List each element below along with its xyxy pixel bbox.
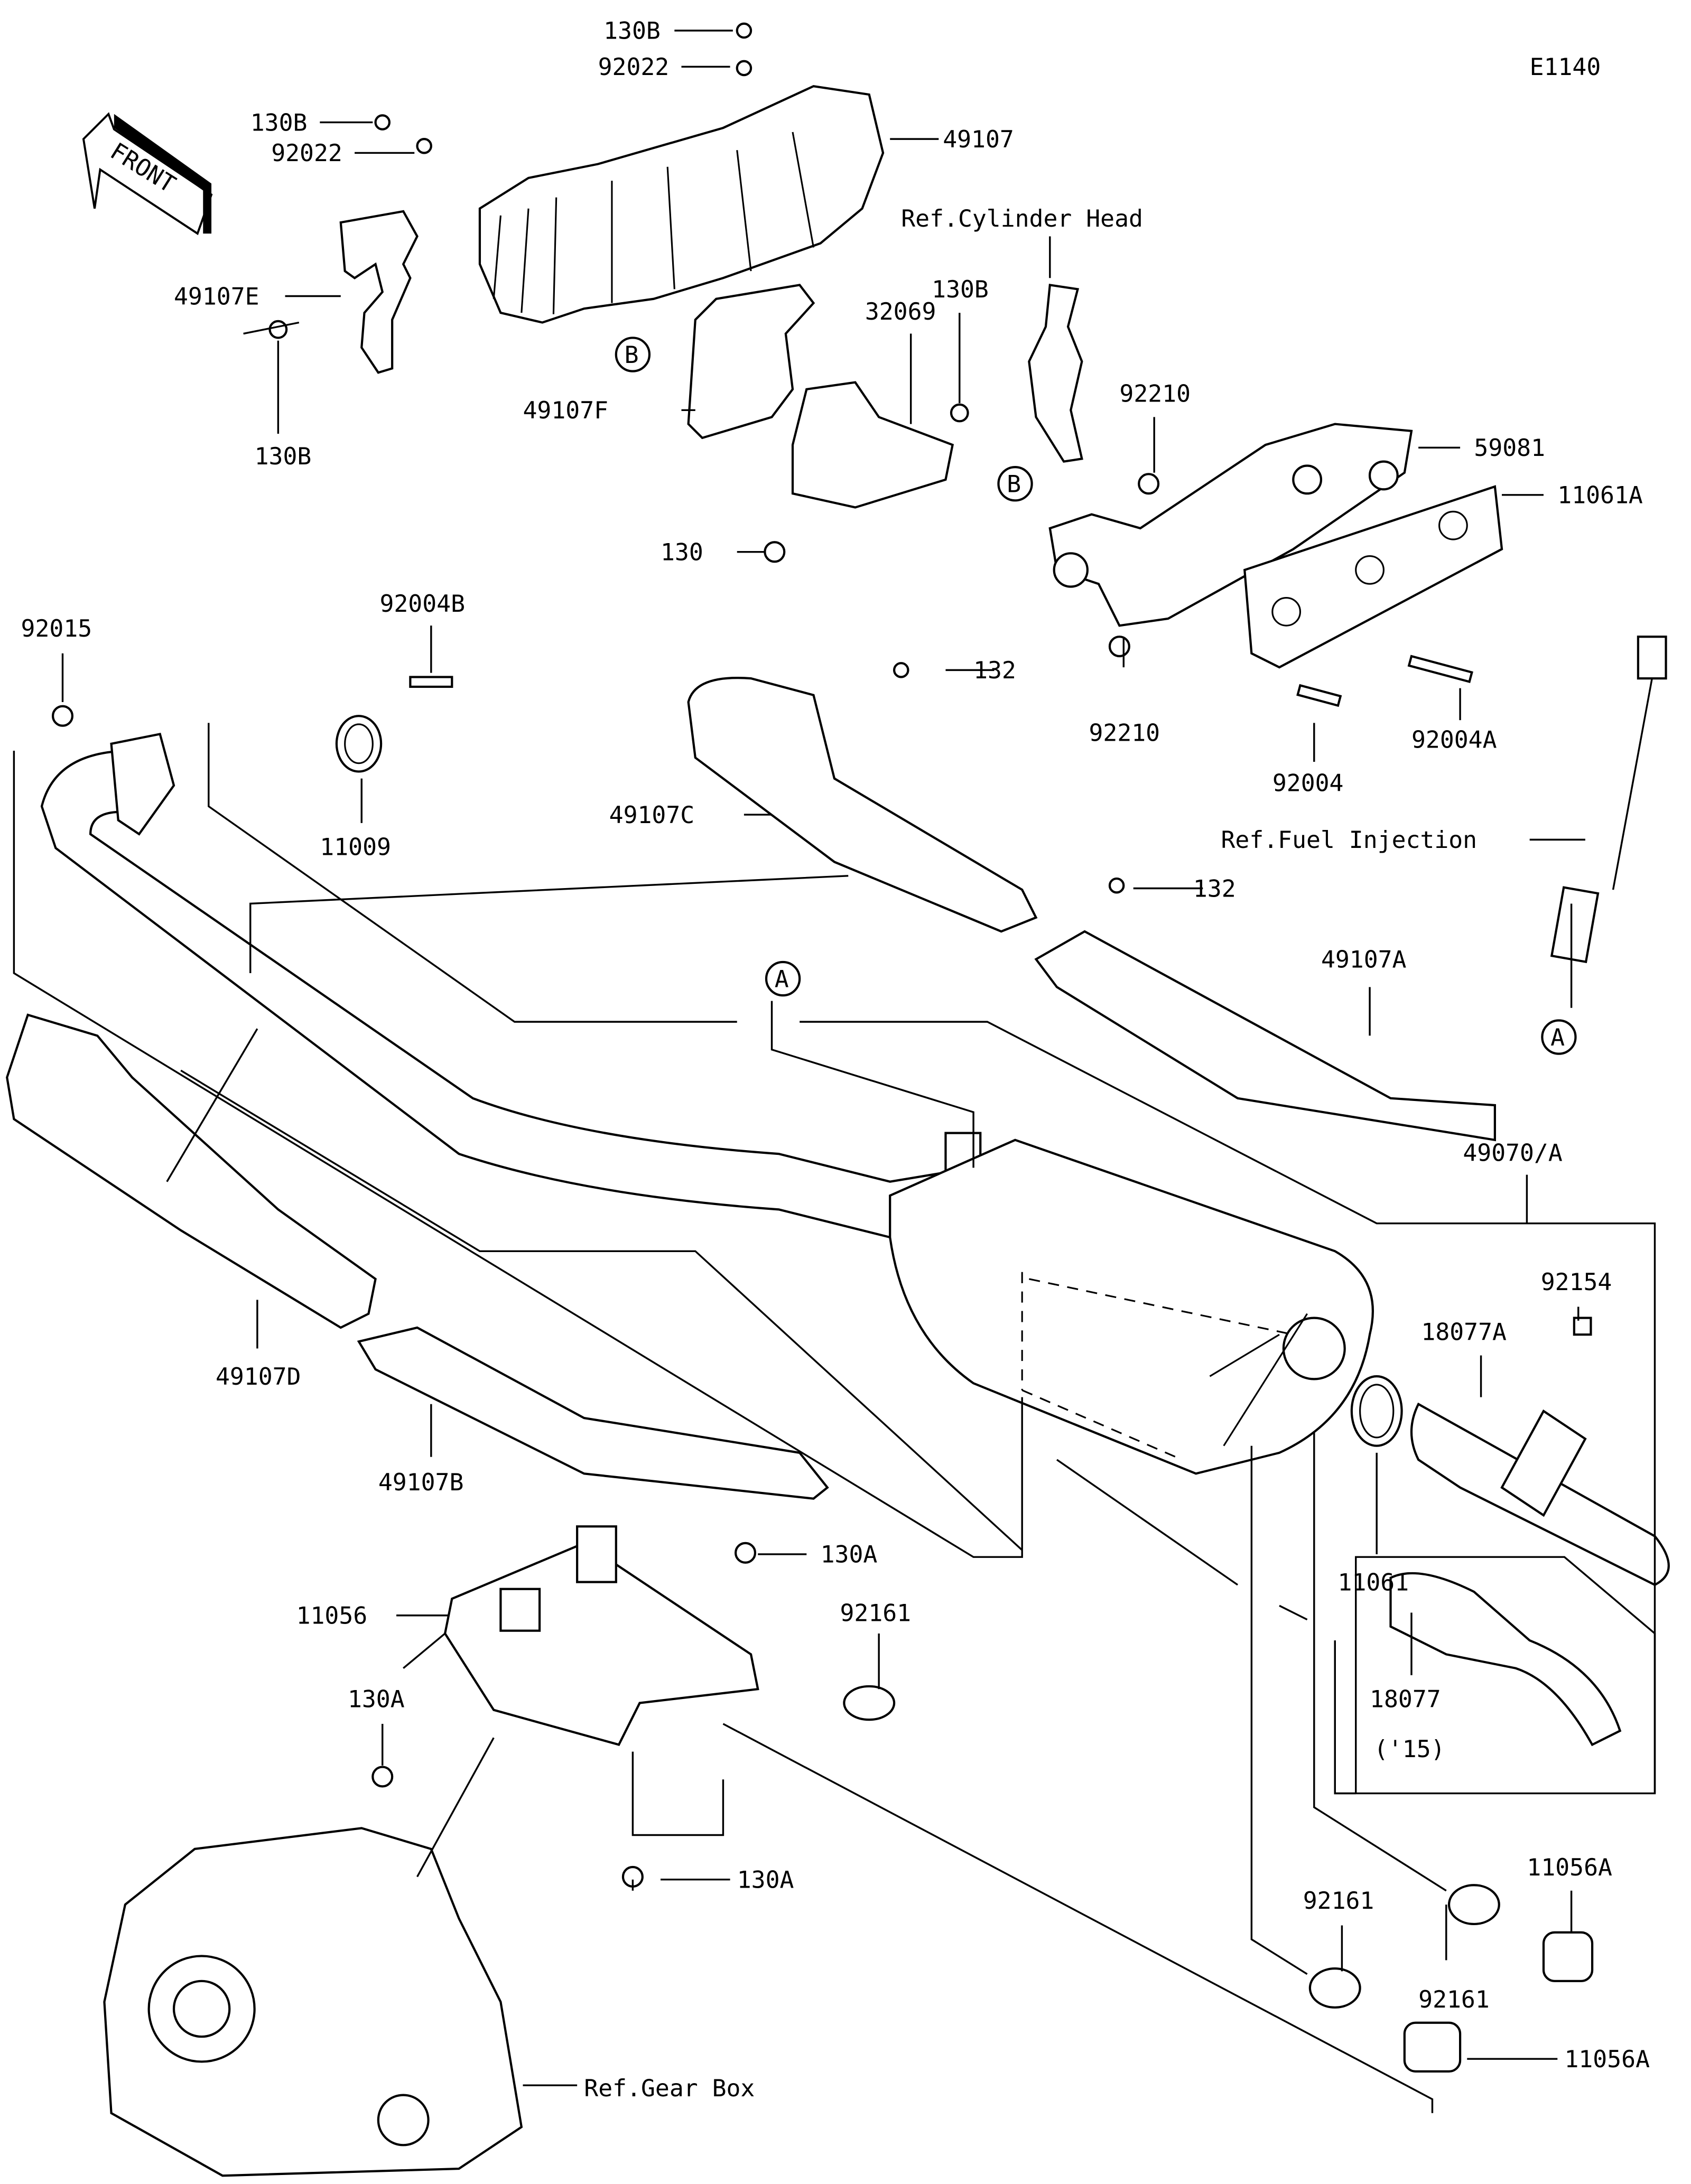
bolt-92154[interactable] xyxy=(1573,1317,1592,1336)
label-ref-fuel-injection: Ref.Fuel Injection xyxy=(1221,826,1477,854)
stud-92004B[interactable] xyxy=(409,676,453,688)
cylinder-head-bracket[interactable] xyxy=(1028,284,1083,463)
label-130B-top: 130B xyxy=(603,17,661,45)
label-92022-top: 92022 xyxy=(598,53,670,81)
collar-92161-b[interactable] xyxy=(1308,1967,1361,2009)
damper-11056A[interactable] xyxy=(1542,1931,1594,1982)
bolt-130A[interactable] xyxy=(735,1542,757,1564)
label-92161-c: 92161 xyxy=(1418,1985,1490,2013)
label-92004: 92004 xyxy=(1272,769,1344,797)
label-92161-a: 92161 xyxy=(840,1599,911,1627)
label-year-15: ('15) xyxy=(1374,1735,1445,1763)
svg-text:B: B xyxy=(625,341,639,369)
marker-a-2: A xyxy=(1541,1019,1577,1055)
label-11061: 11061 xyxy=(1338,1568,1409,1596)
label-18077: 18077 xyxy=(1370,1685,1441,1713)
label-11056: 11056 xyxy=(296,1602,368,1630)
bolt-130B-d[interactable] xyxy=(950,403,969,423)
label-49107C: 49107C xyxy=(609,801,695,829)
stud-92004A[interactable] xyxy=(1407,655,1473,684)
label-92004B: 92004B xyxy=(379,590,465,618)
label-92015: 92015 xyxy=(21,614,92,642)
bolt-130B-c[interactable] xyxy=(268,320,288,339)
label-11056A-b: 11056A xyxy=(1564,2045,1650,2073)
front-arrow-icon: FRONT xyxy=(82,112,213,236)
marker-b-1: B xyxy=(615,337,651,372)
heat-guard-49107B[interactable] xyxy=(357,1326,829,1500)
bracket-32069[interactable] xyxy=(791,381,954,509)
label-130A-b: 130A xyxy=(348,1685,405,1713)
svg-text:A: A xyxy=(1550,1023,1565,1051)
exhaust-manifold-59081[interactable] xyxy=(1048,423,1413,627)
label-49070A: 49070/A xyxy=(1463,1138,1563,1166)
heat-guard-49107[interactable] xyxy=(478,85,885,324)
label-92210-top: 92210 xyxy=(1119,379,1191,407)
gear-box[interactable] xyxy=(103,1827,523,2177)
bracket-11056[interactable] xyxy=(443,1525,759,1746)
label-92004A: 92004A xyxy=(1411,726,1497,754)
label-92210-low: 92210 xyxy=(1089,719,1160,747)
label-130A-c: 130A xyxy=(737,1866,794,1894)
svg-text:B: B xyxy=(1007,470,1021,498)
label-ref-cylinder-head: Ref.Cylinder Head xyxy=(901,204,1143,232)
label-11056A-a: 11056A xyxy=(1527,1853,1612,1881)
label-49107: 49107 xyxy=(943,125,1014,153)
label-49107B: 49107B xyxy=(378,1468,464,1496)
label-32069: 32069 xyxy=(865,297,936,325)
heat-guard-49107C[interactable] xyxy=(687,677,1038,933)
label-132-a: 132 xyxy=(973,656,1016,684)
heat-guard-49107F[interactable] xyxy=(687,284,815,440)
collar-92161-c[interactable] xyxy=(1447,1884,1500,1926)
heat-guard-49107A[interactable] xyxy=(1034,930,1496,1142)
heat-guard-49107E[interactable] xyxy=(339,210,419,374)
label-132-b: 132 xyxy=(1193,874,1236,902)
bolt-130[interactable] xyxy=(764,541,786,563)
gasket-11061A[interactable] xyxy=(1243,485,1503,669)
nut-92015[interactable] xyxy=(51,705,74,727)
bolt-130B[interactable] xyxy=(736,22,752,39)
label-49107E: 49107E xyxy=(174,282,259,310)
stud-92004[interactable] xyxy=(1296,684,1342,707)
heat-guard-49107D[interactable] xyxy=(6,1013,377,1329)
bolt-130A-b[interactable] xyxy=(371,1766,394,1788)
washer-92022-b[interactable] xyxy=(416,138,432,154)
bolt-132-b[interactable] xyxy=(1108,877,1125,894)
nut-92210-lower[interactable] xyxy=(1108,636,1130,658)
washer-92022[interactable] xyxy=(736,60,752,77)
bolt-130B-b[interactable] xyxy=(374,114,391,130)
marker-a-1: A xyxy=(765,960,801,997)
label-49107A: 49107A xyxy=(1321,945,1407,973)
label-49107F: 49107F xyxy=(523,396,609,424)
nut-92210[interactable] xyxy=(1138,473,1160,495)
marker-b-2: B xyxy=(997,466,1033,502)
label-92161-b: 92161 xyxy=(1303,1887,1374,1915)
leader-lines xyxy=(13,30,1656,2113)
label-ref-gear-box: Ref.Gear Box xyxy=(584,2074,755,2102)
gasket-11009[interactable] xyxy=(335,715,383,773)
damper-11056A-b[interactable] xyxy=(1403,2021,1462,2073)
label-11061A: 11061A xyxy=(1557,481,1643,509)
svg-text:A: A xyxy=(775,965,789,993)
label-130: 130 xyxy=(661,538,703,566)
label-59081: 59081 xyxy=(1474,434,1545,462)
muffler-49070[interactable] xyxy=(889,1138,1374,1475)
label-11009: 11009 xyxy=(320,833,391,861)
label-130B-low: 130B xyxy=(255,442,312,470)
collar-92161[interactable] xyxy=(843,1685,896,1721)
label-18077A: 18077A xyxy=(1421,1318,1507,1346)
oxygen-sensor[interactable] xyxy=(1550,636,1667,964)
label-92022-left: 92022 xyxy=(271,139,342,167)
label-92154: 92154 xyxy=(1541,1268,1612,1296)
label-130A-a: 130A xyxy=(821,1541,878,1569)
bolt-132[interactable] xyxy=(893,662,909,678)
label-130B-left: 130B xyxy=(250,108,308,136)
tailpipe-18077[interactable] xyxy=(1389,1572,1622,1747)
label-130B-mid: 130B xyxy=(932,275,989,303)
diagram-code: E1140 xyxy=(1530,53,1601,81)
label-49107D: 49107D xyxy=(216,1362,301,1390)
